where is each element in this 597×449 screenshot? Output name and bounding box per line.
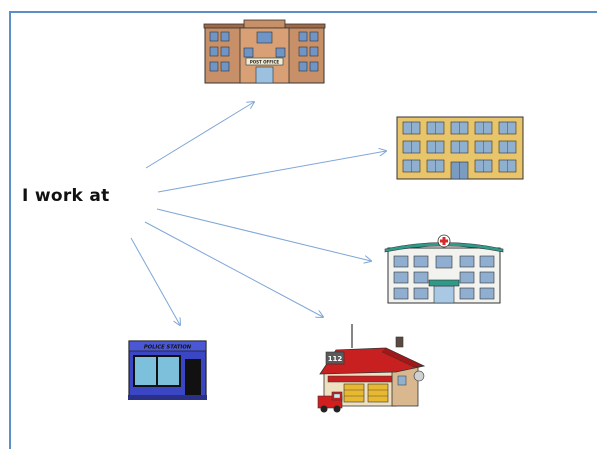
fire-station-building-icon: 112 [316,324,428,414]
arrow-to-police-station [131,238,180,325]
apartment-building-icon [396,116,524,180]
arrow-to-post-office [146,102,254,168]
arrow-to-fire-station [145,222,323,317]
hospital-building-icon [385,234,503,304]
police-station-building-icon: POLICE STATION [128,340,207,400]
post-office-building-icon: POST OFFICE [204,20,325,84]
police-station-sign: POLICE STATION [144,345,192,351]
post-office-sign: POST OFFICE [250,60,280,65]
arrow-to-hospital [157,209,371,261]
arrow-to-apartment [158,151,386,192]
fire-station-number: 112 [328,355,343,363]
